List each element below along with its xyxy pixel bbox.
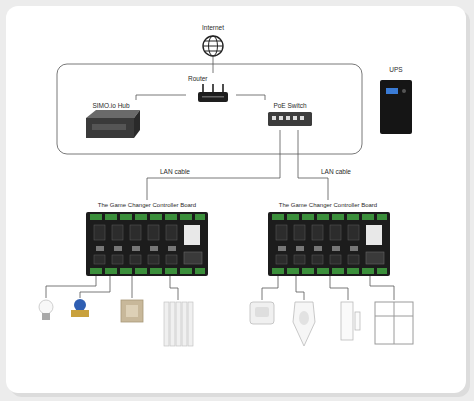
light-switch [121,300,143,322]
connector-line [147,130,280,200]
window-bars [375,302,413,344]
device-wires [262,276,394,300]
node-label: UPS [389,66,402,74]
globe-parallels [203,41,223,51]
switch-rocker [126,305,138,317]
edge-label: LAN cable [159,168,191,176]
internet-node: Internet [196,22,230,57]
router-lights [202,96,224,98]
ups-button [402,89,406,93]
door-magnet [355,312,360,330]
card [6,6,466,393]
radiator [170,302,175,346]
node-label: The Game Changer Controller Board [279,202,377,209]
node-label: PoE Switch [273,102,306,110]
radiator [188,302,193,346]
light-bulb [39,300,53,314]
hub-vent [92,124,126,130]
radiator [176,302,181,346]
node-label: SIMO.io Hub [92,102,129,110]
controller-node: The Game Changer Controller Board [264,200,392,278]
ups-display [386,88,398,94]
siren-box [250,302,274,324]
door-sensor [341,302,353,340]
local-network-frame [57,64,362,154]
valve-actuator [74,299,86,311]
edge-label: LAN cable [320,168,352,176]
connector-line [236,95,265,100]
motion-sensor [293,302,315,346]
hub-node: SIMO.io Hub [80,100,142,140]
radiator [182,302,187,346]
connector-line [298,130,328,200]
window [375,302,413,344]
hub-top [86,110,140,118]
connector-line [136,95,186,100]
router-icon [198,92,228,102]
ups-node: UPS [374,64,418,138]
controller-board [268,212,390,276]
ups-icon [380,80,412,134]
controller-node: The Game Changer Controller Board [84,200,210,278]
switch-ports [272,116,304,120]
bulb-base [42,313,50,320]
valve-pipe [71,310,89,317]
hub-side [134,110,140,138]
router-node: Router [186,73,236,107]
sensor-lens [299,311,309,325]
switch-node: PoE Switch [262,100,318,130]
node-label: Router [188,75,208,83]
switch-icon [268,112,312,126]
connector-line [213,57,214,73]
node-label: Internet [202,24,224,32]
globe-icon [203,36,223,56]
node-label: The Game Changer Controller Board [98,202,196,209]
siren-cover [255,307,269,317]
hub-icon [86,118,134,138]
device-wires [46,276,178,300]
radiator [164,302,169,346]
controller-board [86,212,208,276]
router-antennas [203,84,223,93]
